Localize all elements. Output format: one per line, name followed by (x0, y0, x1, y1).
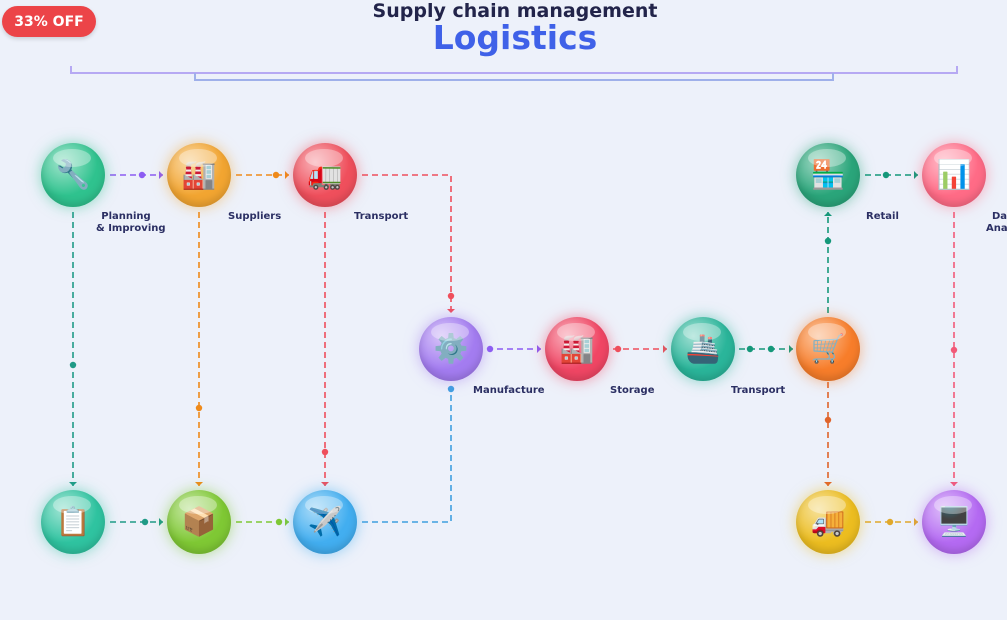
connector-arrow (824, 482, 832, 486)
connector-dot (486, 345, 494, 353)
connector-arrow (69, 482, 77, 486)
connector-arrow (824, 212, 832, 216)
connector-dot (321, 448, 329, 456)
connector-dot (767, 345, 775, 353)
connector-arrow (950, 482, 958, 486)
truck-icon: 🚛 (307, 159, 343, 190)
delivery-truck-node[interactable]: 🚚 (796, 490, 860, 554)
shopping-cart-icon: 🛒 (810, 333, 846, 364)
delivery-truck-icon: 🚚 (810, 506, 846, 537)
shopping-cart-node[interactable]: 🛒 (796, 317, 860, 381)
header-bracket-outer (70, 66, 958, 74)
analytics-node[interactable]: 📊 (922, 143, 986, 207)
clipboard-icon: 📋 (55, 506, 91, 537)
connector-dot (950, 346, 958, 354)
wrench-icon: 🔧 (55, 159, 91, 190)
analytics-label: DaAnal (986, 211, 1007, 234)
connector-dot (275, 518, 283, 526)
connector-arrow (159, 518, 163, 526)
connector-dot (614, 345, 622, 353)
connector-arrow (914, 171, 918, 179)
checklist-node[interactable]: 📋 (41, 490, 105, 554)
connector-dot (824, 237, 832, 245)
gear-icon: ⚙️ (433, 333, 469, 364)
retail-label: Retail (866, 211, 899, 222)
connector-arrow (914, 518, 918, 526)
computer-node[interactable]: 🖥️ (922, 490, 986, 554)
connector-dot (746, 345, 754, 353)
connector-dot (141, 518, 149, 526)
manufacture-label: Manufacture (473, 385, 545, 396)
planning-node[interactable]: 🔧 (41, 143, 105, 207)
connector-arrow (159, 171, 163, 179)
connector-arrow (195, 482, 203, 486)
warehouse-icon: 🏭 (559, 333, 595, 364)
header-bracket-inner (194, 73, 834, 81)
connector-arrow (537, 345, 541, 353)
computer-icon: 🖥️ (936, 506, 972, 537)
retail-node[interactable]: 🏪 (796, 143, 860, 207)
page-subtitle: Supply chain management (372, 0, 658, 22)
factory-icon: 🏭 (181, 159, 217, 190)
storage-label: Storage (610, 385, 655, 396)
suppliers-node[interactable]: 🏭 (167, 143, 231, 207)
connector-dot (882, 171, 890, 179)
page-title: Logistics (432, 18, 598, 57)
transport-ship-node[interactable]: 🚢 (671, 317, 735, 381)
connector-arrow (789, 345, 793, 353)
airplane-icon: ✈️ (307, 506, 343, 537)
connector-dot (272, 171, 280, 179)
planning-label: Planning& Improving (96, 211, 166, 234)
connector-arrow (285, 171, 289, 179)
manufacture-node[interactable]: ⚙️ (419, 317, 483, 381)
connector-dot (69, 361, 77, 369)
store-icon: 🏪 (810, 159, 846, 190)
connector-dot (447, 385, 455, 393)
ship-icon: 🚢 (685, 333, 721, 364)
connector-airplane-manufacture (362, 389, 452, 523)
bar-chart-icon: 📊 (936, 159, 972, 190)
connector-dot (195, 404, 203, 412)
suppliers-label: Suppliers (228, 211, 282, 222)
connector-transport-manufacture (362, 174, 452, 313)
transport-truck-node[interactable]: 🚛 (293, 143, 357, 207)
transport-truck-label: Transport (354, 211, 409, 222)
package-node[interactable]: 📦 (167, 490, 231, 554)
airplane-node[interactable]: ✈️ (293, 490, 357, 554)
transport-ship-label: Transport (731, 385, 786, 396)
connector-arrow (285, 518, 289, 526)
connector-arrow (447, 309, 455, 313)
package-icon: 📦 (181, 506, 217, 537)
connector-dot (138, 171, 146, 179)
connector-dot (824, 416, 832, 424)
storage-node[interactable]: 🏭 (545, 317, 609, 381)
connector-arrow (321, 482, 329, 486)
connector-dot (447, 292, 455, 300)
connector-arrow (663, 345, 667, 353)
connector-dot (886, 518, 894, 526)
discount-badge[interactable]: 33% OFF (2, 6, 96, 37)
